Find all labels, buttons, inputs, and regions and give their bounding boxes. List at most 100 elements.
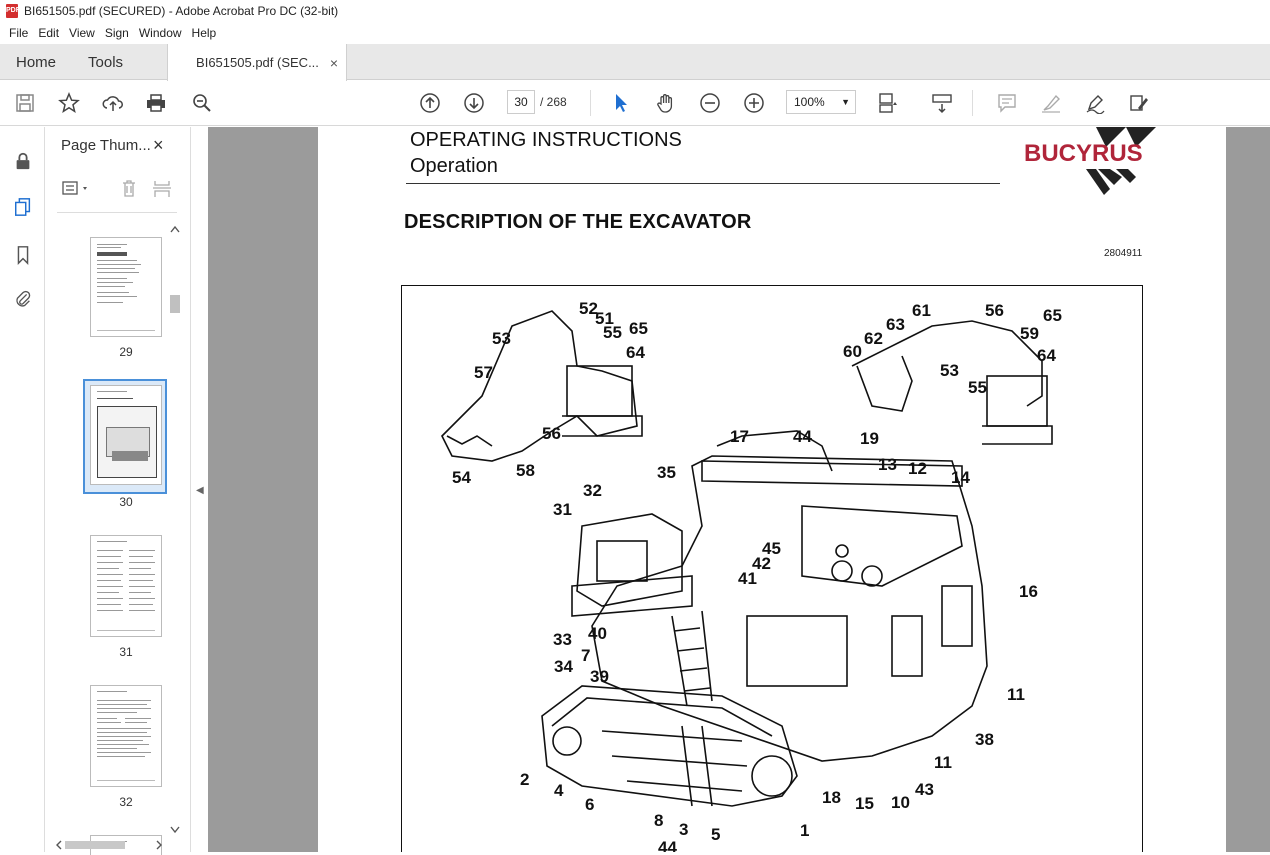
thumbnail-scrollbar[interactable] [168,223,182,838]
page-thumbnails-panel: Page Thum... × 29 [45,127,208,855]
toolbar-separator [590,90,591,116]
print-icon[interactable] [144,91,168,115]
figure-callout: 17 [730,427,749,446]
title-bar: PDF BI651505.pdf (SECURED) - Adobe Acrob… [0,0,1270,22]
extract-page-icon[interactable] [153,181,171,197]
cloud-upload-icon[interactable] [101,91,125,115]
menu-window[interactable]: Window [138,26,182,40]
star-icon[interactable] [57,91,81,115]
menu-edit[interactable]: Edit [38,26,60,40]
zoom-out-icon[interactable] [698,91,722,115]
document-viewer[interactable]: OPERATING INSTRUCTIONS Operation BUCYRUS… [208,127,1270,852]
figure-callout: 38 [975,730,994,749]
panel-close-icon[interactable]: × [153,135,164,155]
zoom-dropdown[interactable]: 100% ▼ [786,90,856,114]
figure-callout: 42 [752,554,771,573]
doc-header-subtitle: Operation [410,155,498,177]
collapse-left-icon[interactable]: ◀ [196,485,204,496]
menu-view[interactable]: View [69,26,95,40]
figure-callout: 2 [520,770,529,789]
figure-callout: 58 [516,461,535,480]
bookmark-icon[interactable] [11,243,35,267]
panel-collapse-strip[interactable]: ◀ [190,127,208,852]
previous-page-icon[interactable] [418,91,442,115]
figure-callout: 16 [1019,582,1038,601]
figure-callout: 64 [1037,346,1056,365]
delete-page-icon[interactable] [123,180,135,197]
thumbnail-options-icon[interactable] [62,181,87,195]
page-thumbnails-icon[interactable] [11,195,35,219]
thumbnail-page-number: 30 [119,495,133,509]
figure-callout: 12 [908,459,927,478]
page-total: / 268 [540,95,567,109]
zoom-in-icon[interactable] [742,91,766,115]
figure-callout: 61 [912,301,931,320]
figure-callout: 56 [542,424,561,443]
keyboard-scroll-icon[interactable] [930,91,954,115]
page-fit-icon[interactable] [876,91,900,115]
tab-document-label: BI651505.pdf (SEC... [196,55,319,70]
comment-icon[interactable] [995,91,1019,115]
figure-callout: 6 [585,795,594,814]
tab-tools[interactable]: Tools [88,53,124,71]
figure-callout: 8 [654,811,663,830]
figure-callout: 40 [588,624,607,643]
toolbar-separator [972,90,973,116]
lock-icon[interactable] [11,149,35,173]
page-thumbnail[interactable] [90,237,162,337]
chevron-down-icon: ▼ [841,97,850,107]
pdf-page: OPERATING INSTRUCTIONS Operation BUCYRUS… [318,127,1226,852]
figure-callout: 54 [452,468,471,487]
header-rule [406,183,1000,184]
figure-callout: 65 [629,319,648,338]
select-cursor-icon[interactable] [609,91,633,115]
figure-callout: 55 [968,378,987,397]
sign-pen-icon[interactable] [1083,91,1107,115]
attachment-icon[interactable] [11,287,35,311]
figure-callout: 15 [855,794,874,813]
thumbnail-page-number: 32 [119,795,133,809]
figure-callout: 32 [583,481,602,500]
figure-callout: 56 [985,301,1004,320]
next-page-icon[interactable] [462,91,486,115]
bucyrus-logo: BUCYRUS [1018,127,1178,199]
figure-callout: 18 [822,788,841,807]
highlight-pen-icon[interactable] [1039,91,1063,115]
figure-callout: 52 [579,299,598,318]
menu-sign[interactable]: Sign [104,26,129,40]
zoom-value: 100% [794,95,825,109]
thumbnail-horizontal-scrollbar[interactable] [53,838,165,852]
menu-file[interactable]: File [9,26,29,40]
zoom-search-icon[interactable] [190,91,214,115]
figure-callout: 53 [492,329,511,348]
tab-close-icon[interactable]: × [329,54,339,71]
scrollbar-thumb[interactable] [65,841,125,849]
edit-pdf-icon[interactable] [1127,91,1151,115]
page-thumbnail[interactable] [90,685,162,787]
thumbnail-tools [57,175,177,203]
page-thumbnail-selected[interactable] [90,385,162,485]
tab-document[interactable]: BI651505.pdf (SEC... × [167,44,348,81]
page-thumbnail[interactable] [90,535,162,637]
section-heading: DESCRIPTION OF THE EXCAVATOR [404,211,752,233]
page-number-input[interactable]: 30 [507,90,535,114]
figure-callout: 44 [793,427,812,446]
figure-callout: 55 [603,323,622,342]
save-icon[interactable] [13,91,37,115]
panel-title: Page Thum... [61,137,151,154]
window-title: BI651505.pdf (SECURED) - Adobe Acrobat P… [24,4,339,18]
viewer-scrollbar[interactable] [1226,127,1270,852]
doc-header-title: OPERATING INSTRUCTIONS [410,129,682,151]
hand-tool-icon[interactable] [654,91,678,115]
left-rail [0,127,45,852]
figure-callout: 59 [1020,324,1039,343]
figure-callout: 31 [553,500,572,519]
figure-callout: 62 [864,329,883,348]
figure-callout: 14 [951,468,970,487]
tab-home[interactable]: Home [16,53,57,71]
scrollbar-thumb[interactable] [170,295,180,313]
menu-help[interactable]: Help [191,26,217,40]
figure-callout: 34 [554,657,573,676]
